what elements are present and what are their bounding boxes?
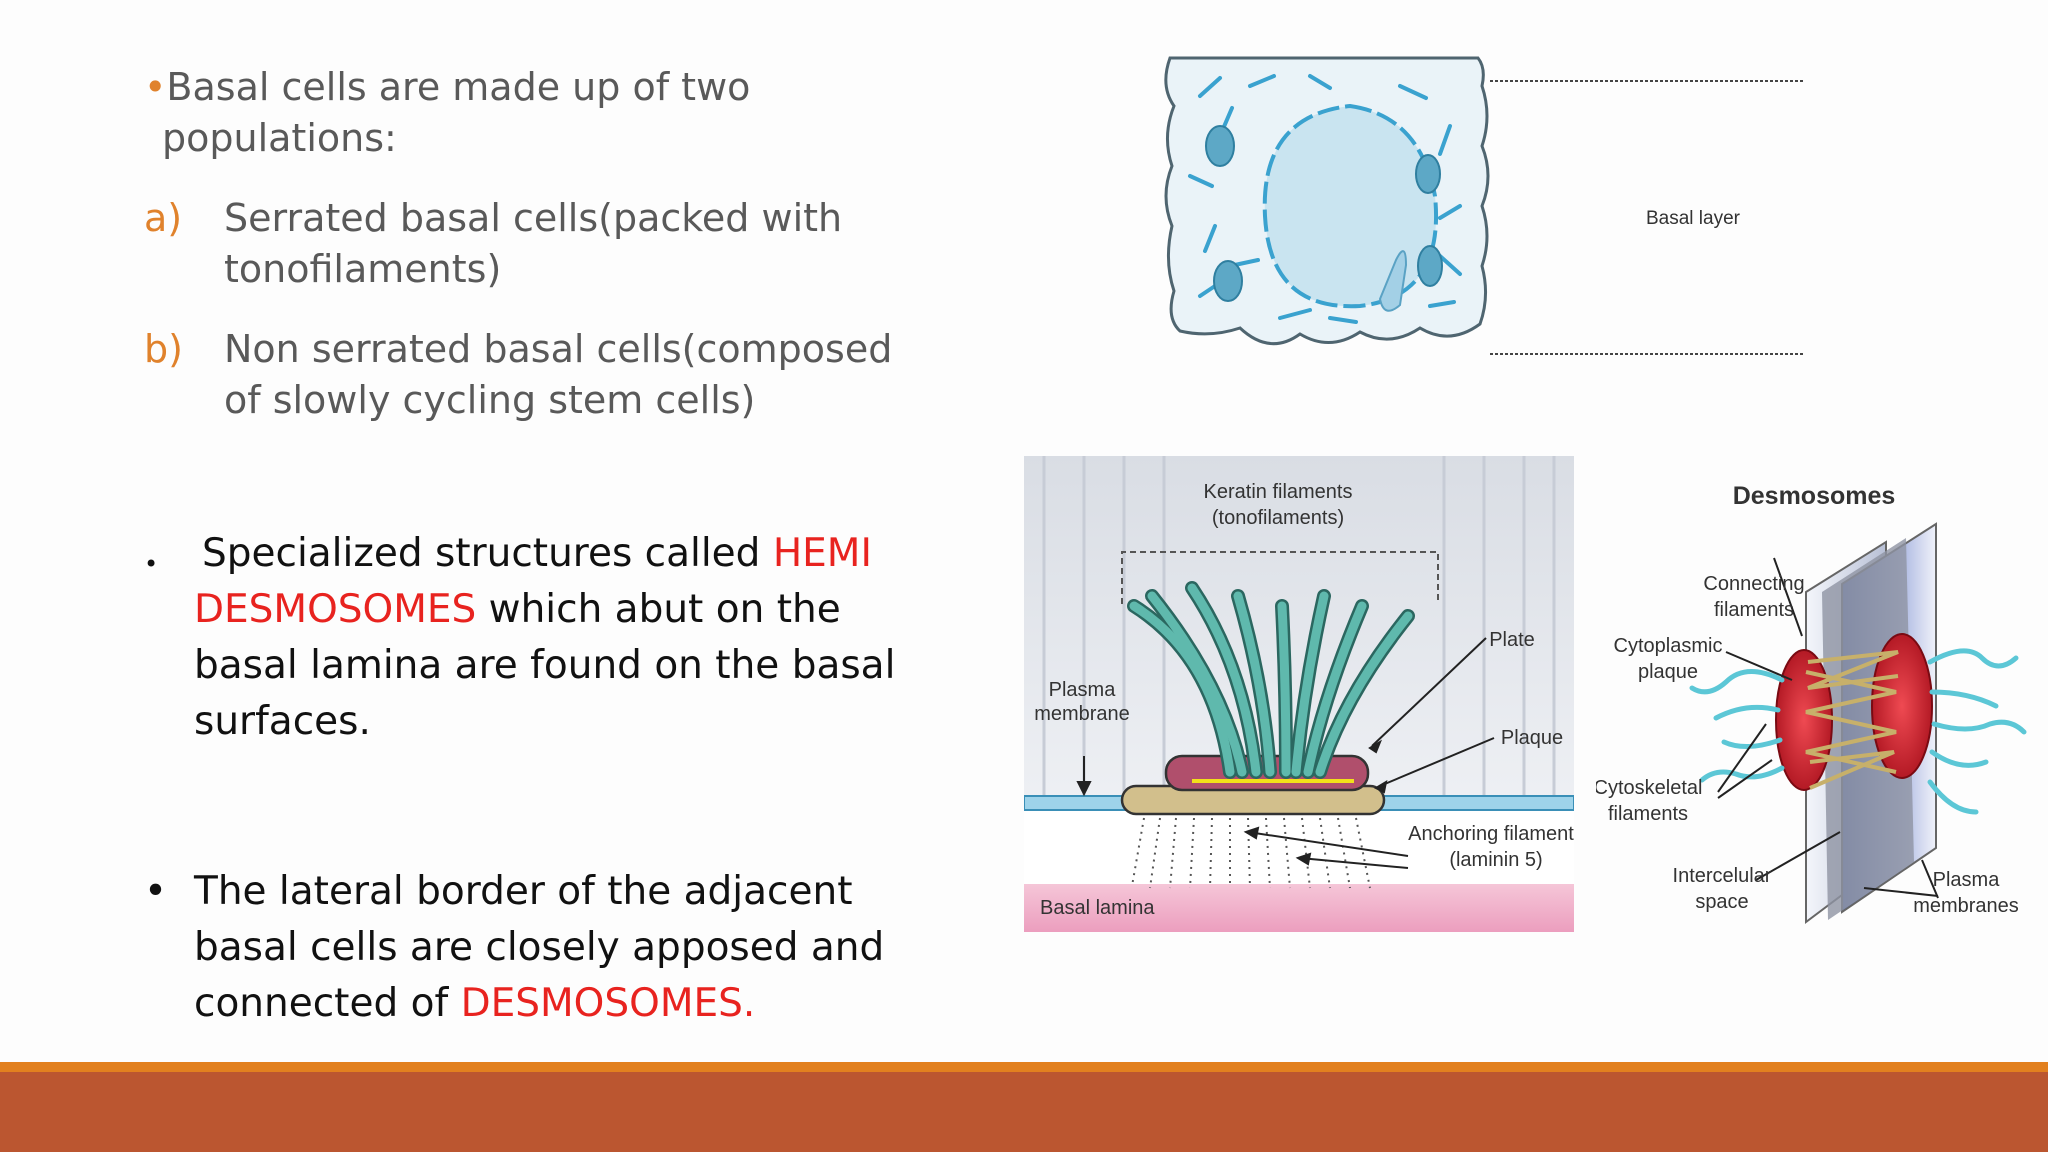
connecting-label-1: Connecting: [1703, 573, 1804, 595]
footer-bar: [0, 1072, 2048, 1152]
left-plaque-disc: [1775, 649, 1833, 791]
basal-lamina-label: Basal lamina: [1040, 897, 1155, 919]
plasma-membrane-label-2: membrane: [1034, 703, 1130, 725]
desmosome-figure: Desmosomes: [1596, 462, 2044, 936]
tonofilaments-in-cell: [1188, 74, 1462, 324]
bullet-desmo-highlight: DESMOSOMES.: [460, 981, 756, 1026]
list-item-b: b) Non serrated basal cells(composed of …: [144, 324, 904, 426]
background-streaks: [1042, 456, 1556, 796]
plate-label: Plate: [1489, 629, 1535, 651]
keratin-label-1: Keratin filaments: [1204, 481, 1353, 503]
keratin-filaments: [1129, 583, 1413, 777]
anchoring-label-2: (laminin 5): [1449, 849, 1542, 871]
list-marker-a: a): [144, 196, 183, 240]
bullet-dot: •: [144, 550, 159, 578]
basal-cell-figure: Basal layer: [1160, 56, 1810, 386]
bullet-hemi-part-2: which abut on the basal lamina are found…: [194, 587, 896, 744]
desmosomes-title: Desmosomes: [1733, 482, 1896, 510]
intercelular-label-2: space: [1695, 891, 1748, 913]
bullet-hemidesmosomes-text: Specialized structures called HEMI DESMO…: [144, 526, 904, 750]
bullet-hemi-highlight: HEMI DESMOSOMES: [194, 531, 872, 632]
plaque-label: Plaque: [1501, 727, 1563, 749]
bullet-dot: •: [144, 869, 168, 914]
keratin-bracket: [1121, 551, 1439, 604]
plasma-membrane-label-1: Plasma: [1049, 679, 1117, 701]
list-marker-b: b): [144, 327, 183, 371]
cytoplasmic-label-1: Cytoplasmic: [1614, 635, 1723, 657]
plasma-membranes-label-1: Plasma: [1933, 869, 2001, 891]
list-item-a: a) Serrated basal cells(packed with tono…: [144, 193, 904, 295]
connecting-label-2: filaments: [1714, 599, 1794, 621]
cell-nucleus: [1262, 103, 1438, 309]
mitochondria: [1205, 125, 1443, 302]
bullet-hemi-part-1: Specialized structures called: [202, 531, 773, 576]
basal-layer-label: Basal layer: [1646, 208, 1741, 229]
anchoring-filaments: [1131, 817, 1371, 889]
pointer-lines: [1076, 637, 1495, 869]
anchoring-label-1: Anchoring filaments: [1408, 823, 1574, 845]
keratin-label-2: (tonofilaments): [1212, 507, 1344, 529]
connecting-filaments: [1805, 650, 1899, 790]
plasma-membranes-label-2: membranes: [1913, 895, 2019, 917]
footer-accent-line: [0, 1062, 2048, 1072]
bullet-desmo-part-1: The lateral border of the adjacent basal…: [194, 869, 885, 1026]
cytoskeletal-filaments-right: [1927, 648, 2027, 815]
cytoskeletal-label-2: filaments: [1608, 803, 1688, 825]
list-text-b: Non serrated basal cells(composed of slo…: [224, 327, 893, 422]
desmo-pointer-lines: [1717, 557, 1939, 899]
hemidesmosome-figure: Keratin filaments (tonofilaments) Plate …: [1024, 456, 1574, 932]
cytoskeletal-label-1: Cytoskeletal: [1596, 777, 1702, 799]
intro-bullet: •: [144, 65, 167, 109]
bullet-desmosomes-text: The lateral border of the adjacent basal…: [144, 864, 904, 1032]
bullet-hemidesmosomes: • Specialized structures called HEMI DES…: [144, 526, 904, 750]
intercellular-gap: [1822, 538, 1914, 920]
intercelular-label-1: Intercelular: [1673, 865, 1772, 887]
cytoplasmic-label-2: plaque: [1638, 661, 1698, 683]
intro-line-2: populations:: [162, 116, 397, 160]
cell-organelle: [1378, 250, 1408, 312]
basal-lamina-band: [1024, 884, 1574, 932]
list-text-a: Serrated basal cells(packed with tonofil…: [224, 196, 843, 291]
intro-line-1: Basal cells are made up of two: [166, 65, 751, 109]
intro-paragraph: •Basal cells are made up of two populati…: [144, 62, 904, 164]
right-plaque-disc: [1871, 633, 1933, 779]
bullet-desmosomes: • The lateral border of the adjacent bas…: [144, 864, 904, 1032]
